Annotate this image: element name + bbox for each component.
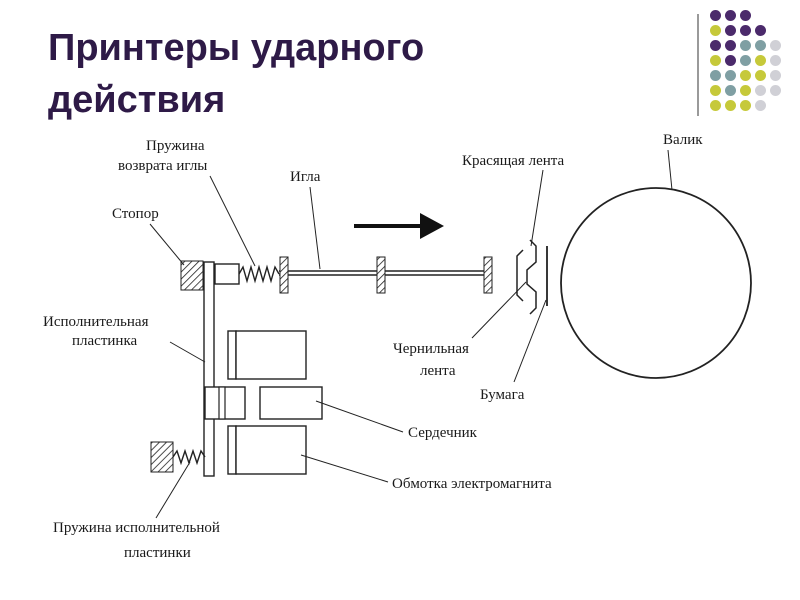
dot xyxy=(740,85,751,96)
dot xyxy=(710,25,721,36)
decorative-divider xyxy=(697,14,699,116)
dot xyxy=(725,85,736,96)
upper-coil xyxy=(235,330,307,380)
leader-plate-spring xyxy=(155,461,191,519)
dot xyxy=(725,55,736,66)
label-ink-ribbon-2: лента xyxy=(420,363,456,379)
lower-core xyxy=(227,425,237,475)
dot xyxy=(755,40,766,51)
label-spring-return-2: возврата иглы xyxy=(118,158,207,174)
dot xyxy=(710,40,721,51)
stopper-block xyxy=(180,260,204,291)
dot xyxy=(710,85,721,96)
dot xyxy=(740,10,751,21)
leader-ink-ribbon xyxy=(471,281,527,339)
middle-core-inner xyxy=(218,386,226,420)
label-plate-1: Исполнительная xyxy=(43,314,149,330)
dot xyxy=(725,25,736,36)
dot xyxy=(740,55,751,66)
roller xyxy=(560,187,752,379)
decorative-dot-grid xyxy=(710,10,781,120)
label-plate-spring-2: пластинки xyxy=(124,545,191,561)
label-plate-spring-1: Пружина исполнительной xyxy=(53,520,220,536)
label-paper: Бумага xyxy=(480,387,525,403)
leader-ribbon xyxy=(530,169,544,247)
dot xyxy=(725,40,736,51)
needle-head xyxy=(214,263,240,285)
label-ink-ribbon-1: Чернильная xyxy=(393,341,469,357)
dot xyxy=(710,70,721,81)
dot xyxy=(755,25,766,36)
leader-stopper xyxy=(149,223,185,266)
leader-needle xyxy=(309,186,321,270)
label-needle: Игла xyxy=(290,169,321,185)
title-line-2: действия xyxy=(48,79,226,121)
upper-core xyxy=(227,330,237,380)
label-roller: Валик xyxy=(663,132,703,148)
plate-spring-anchor xyxy=(150,441,174,473)
dot xyxy=(725,100,736,111)
leader-plate xyxy=(169,341,206,363)
leader-paper xyxy=(513,299,547,383)
needle-guide xyxy=(376,256,386,294)
label-spring-return-1: Пружина xyxy=(146,138,205,154)
dot xyxy=(755,70,766,81)
dot xyxy=(770,70,781,81)
label-ribbon: Красящая лента xyxy=(462,153,564,169)
direction-arrow-head xyxy=(420,213,444,239)
dot xyxy=(740,40,751,51)
lower-coil xyxy=(235,425,307,475)
label-core: Сердечник xyxy=(408,425,478,441)
leader-core xyxy=(315,400,404,433)
ink-ribbon-shape xyxy=(526,239,537,315)
needle-guide xyxy=(279,256,289,294)
plate-spring xyxy=(172,448,206,466)
dot xyxy=(755,100,766,111)
needle-guide xyxy=(483,256,493,294)
dot xyxy=(770,85,781,96)
dot xyxy=(755,85,766,96)
label-stopper: Стопор xyxy=(112,206,159,222)
needle-return-spring xyxy=(238,264,280,284)
dot xyxy=(710,55,721,66)
dot xyxy=(770,55,781,66)
dot xyxy=(710,100,721,111)
title-line-1: Принтеры ударного xyxy=(48,27,425,69)
dot xyxy=(725,10,736,21)
label-coil: Обмотка электромагнита xyxy=(392,476,552,492)
slide-title: Принтеры ударного действия xyxy=(48,22,648,126)
dot xyxy=(740,70,751,81)
leader-spring-return xyxy=(209,175,256,267)
dot xyxy=(770,40,781,51)
actuating-plate xyxy=(203,261,215,477)
ribbon-guide xyxy=(516,249,524,302)
dot xyxy=(725,70,736,81)
middle-coil xyxy=(259,386,323,420)
dot xyxy=(740,25,751,36)
leader-coil xyxy=(300,454,389,483)
dot xyxy=(755,55,766,66)
dot xyxy=(710,10,721,21)
dot xyxy=(740,100,751,111)
label-plate-2: пластинка xyxy=(72,333,137,349)
leader-roller xyxy=(667,149,673,191)
